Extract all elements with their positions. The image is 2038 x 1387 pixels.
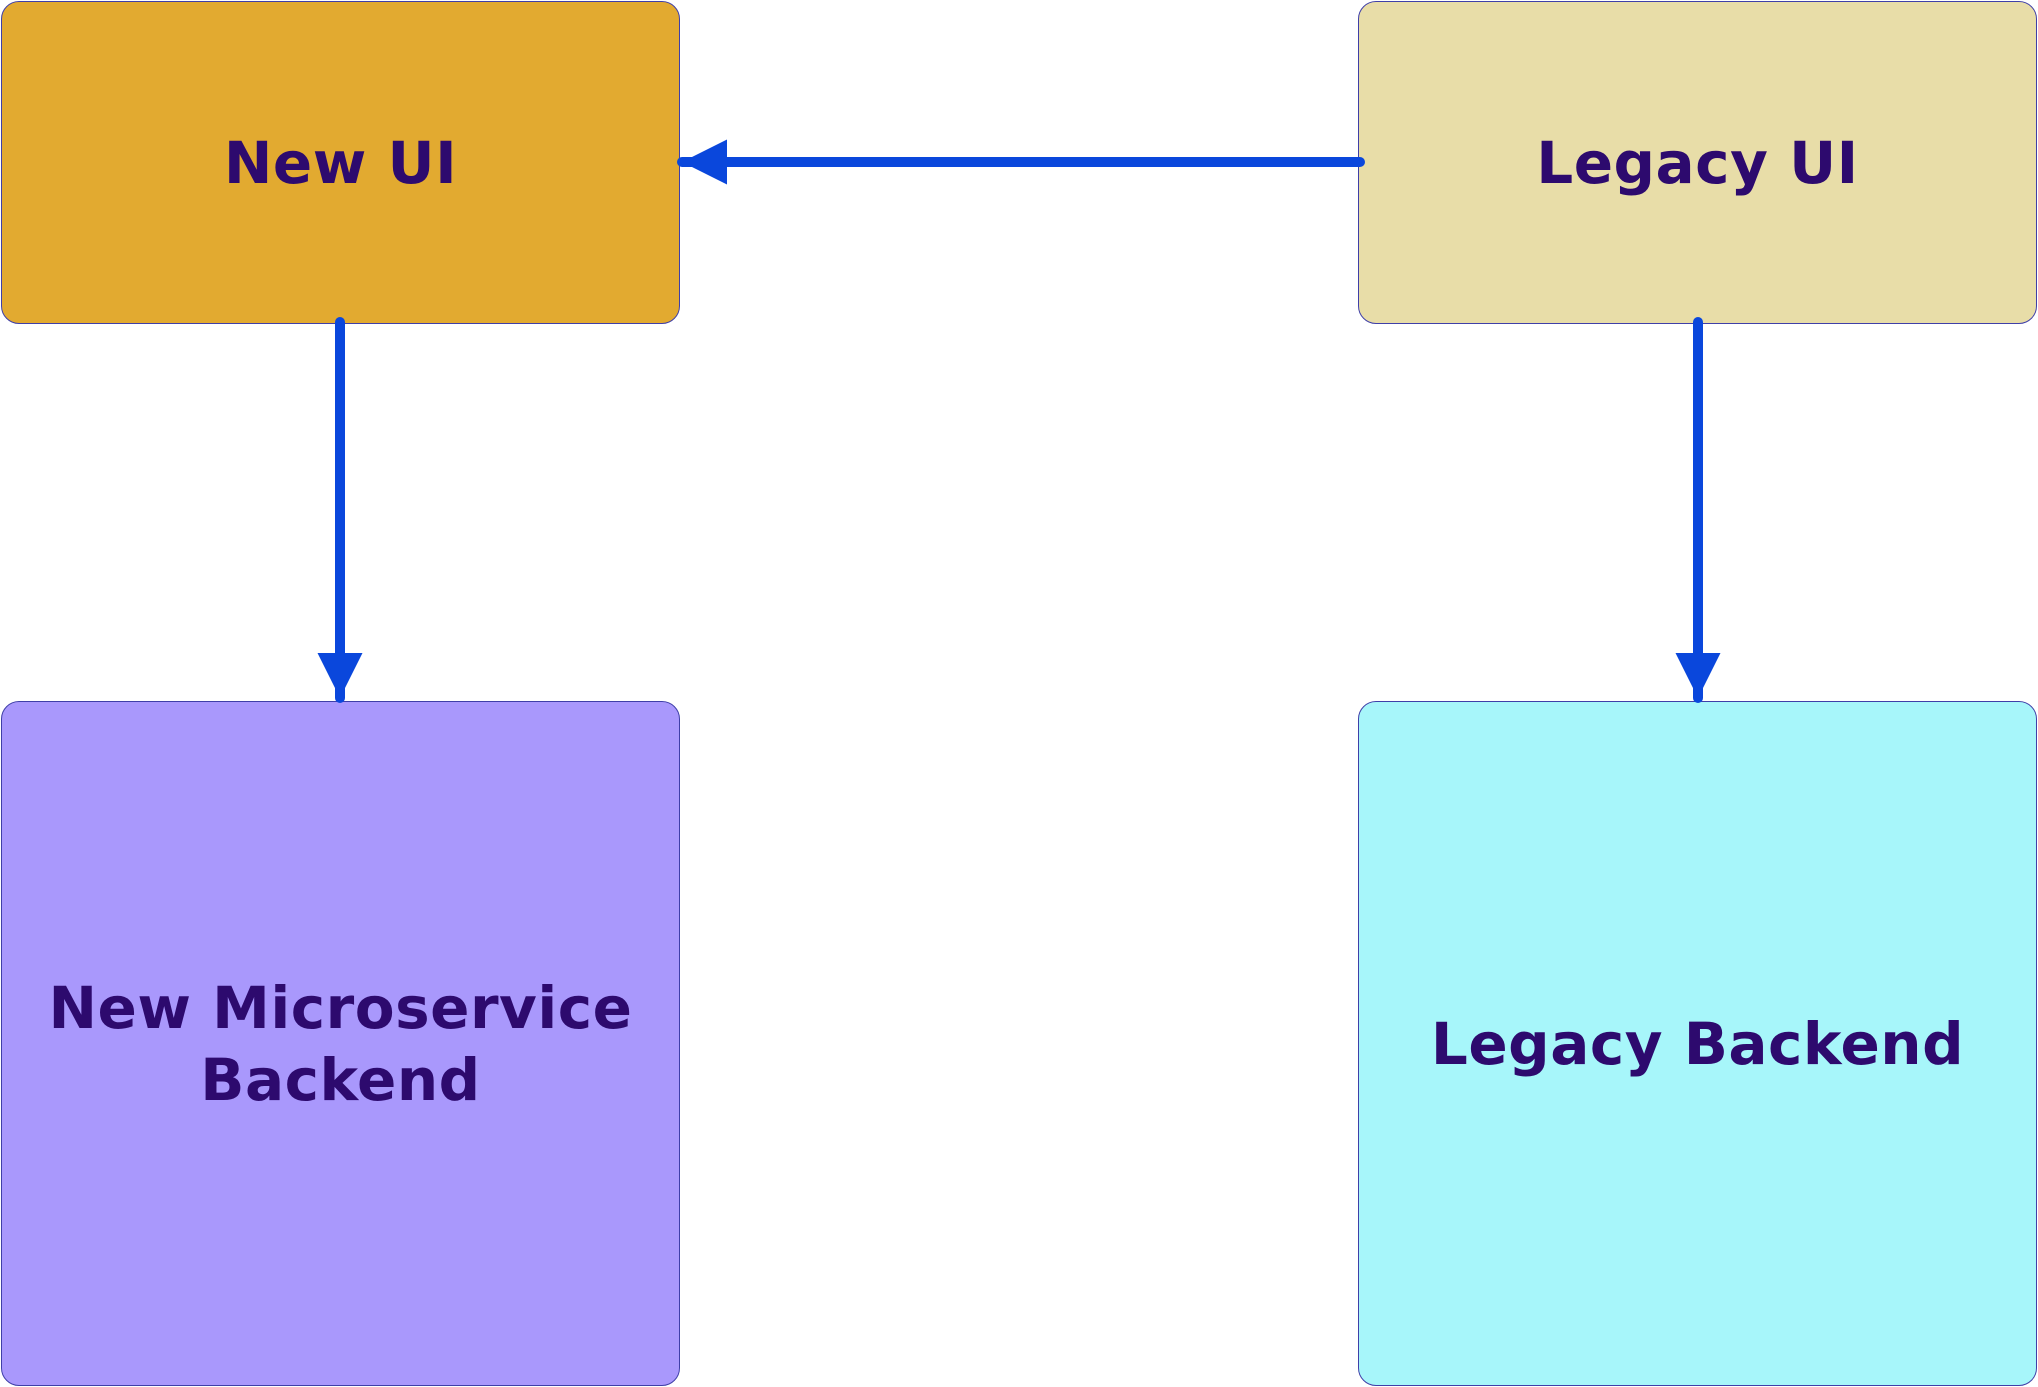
new-ui-box: New UI xyxy=(1,1,680,324)
legacy-backend-label: Legacy Backend xyxy=(1430,1009,1965,1078)
new-microservice-backend-label: New Microservice Backend xyxy=(48,973,633,1114)
new-ui-label: New UI xyxy=(223,128,458,197)
legacy-ui-box: Legacy UI xyxy=(1358,1,2037,324)
new-microservice-backend-box: New Microservice Backend xyxy=(1,701,680,1386)
legacy-ui-label: Legacy UI xyxy=(1536,128,1859,197)
legacy-backend-box: Legacy Backend xyxy=(1358,701,2037,1386)
